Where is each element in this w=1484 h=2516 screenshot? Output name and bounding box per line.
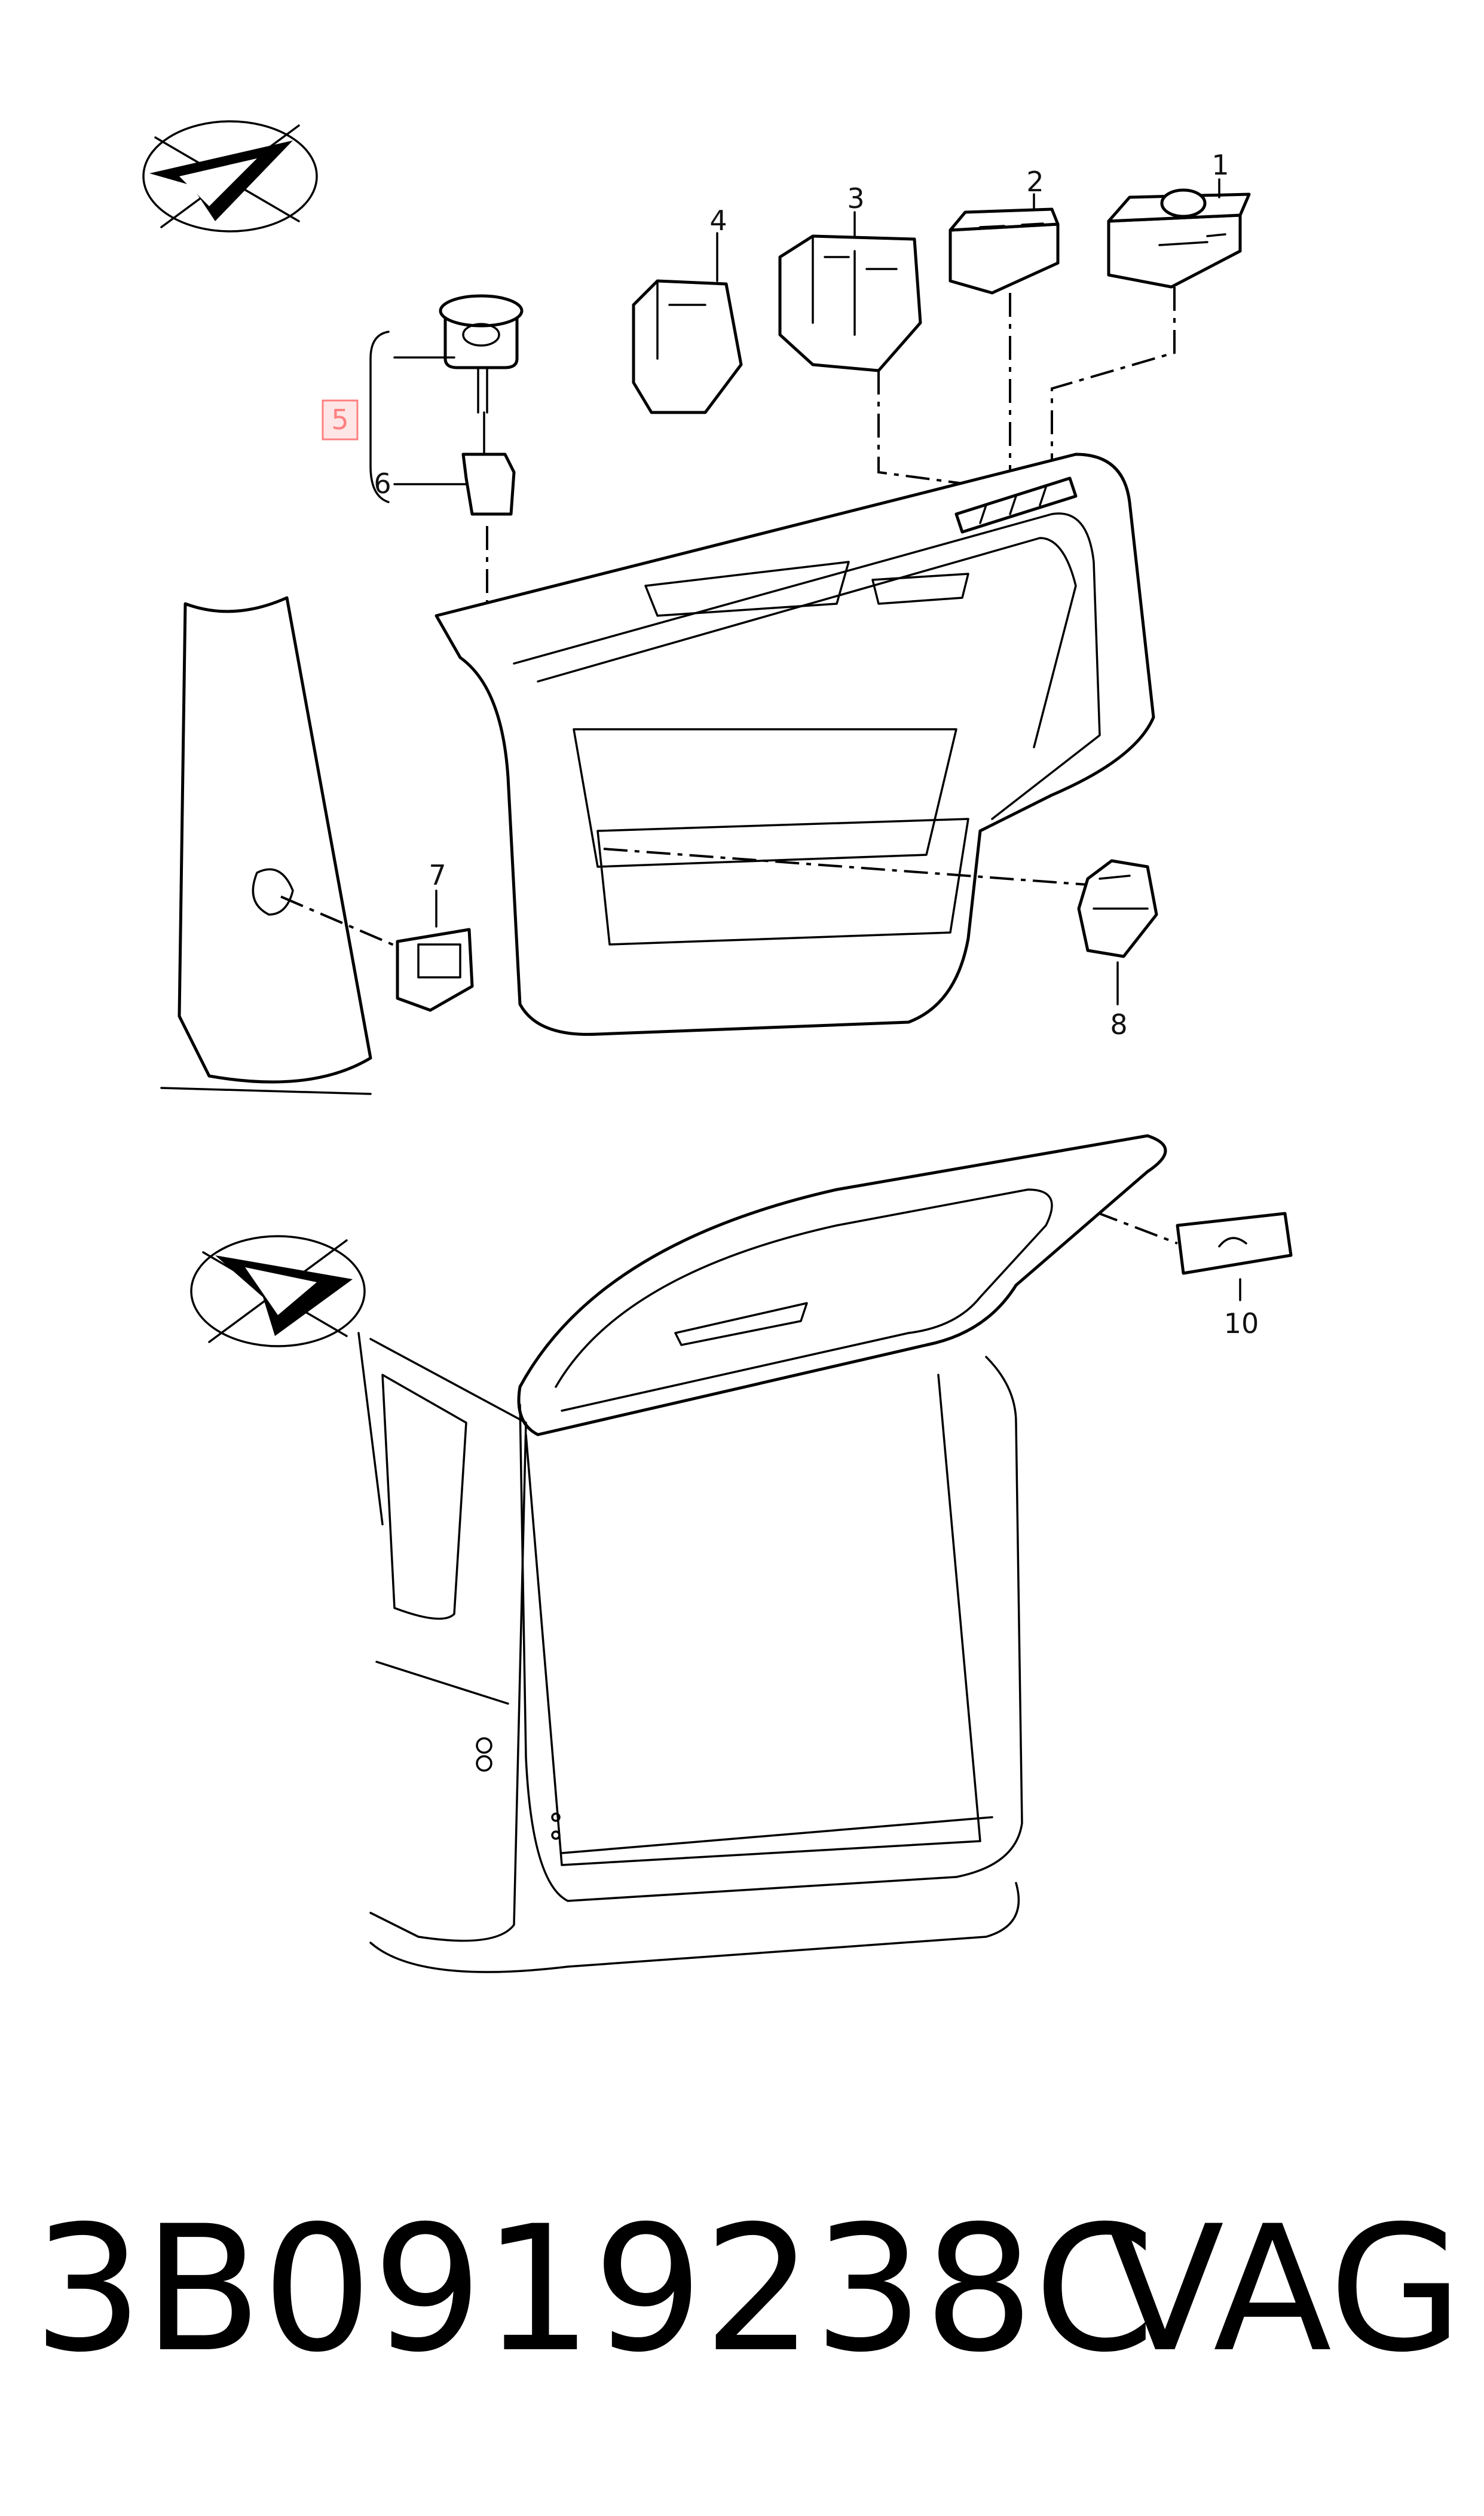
callout-5-highlight-box — [322, 399, 359, 441]
part-2-window-switch — [948, 193, 1060, 502]
door-trim-panel — [435, 453, 1155, 1036]
part-7-switch — [396, 889, 474, 1012]
view-direction-arrow-icon — [190, 1235, 366, 1347]
callout-2: 2 — [1026, 166, 1044, 198]
part-4-window-switch — [632, 232, 743, 414]
callout-7: 7 — [429, 859, 446, 891]
part-1-mirror-switch — [1051, 178, 1251, 478]
rear-van-body — [357, 1134, 1167, 1973]
brand-name: VAG — [1106, 2189, 1463, 2390]
part-number: 3B0919238C — [33, 2189, 1155, 2390]
callout-3: 3 — [847, 182, 864, 215]
view-direction-arrow-icon — [142, 120, 318, 233]
part-3-window-switch — [778, 211, 969, 508]
part-5-switch-assembly — [369, 294, 524, 616]
callout-5: 5 — [331, 403, 348, 436]
callout-4: 4 — [709, 204, 727, 237]
callout-1: 1 — [1211, 149, 1229, 181]
callout-6: 6 — [374, 467, 391, 500]
part-8-switch — [1077, 859, 1158, 1005]
callout-10: 10 — [1224, 1307, 1259, 1340]
pillar-trim — [160, 596, 407, 1095]
callout-8: 8 — [1110, 1008, 1127, 1041]
